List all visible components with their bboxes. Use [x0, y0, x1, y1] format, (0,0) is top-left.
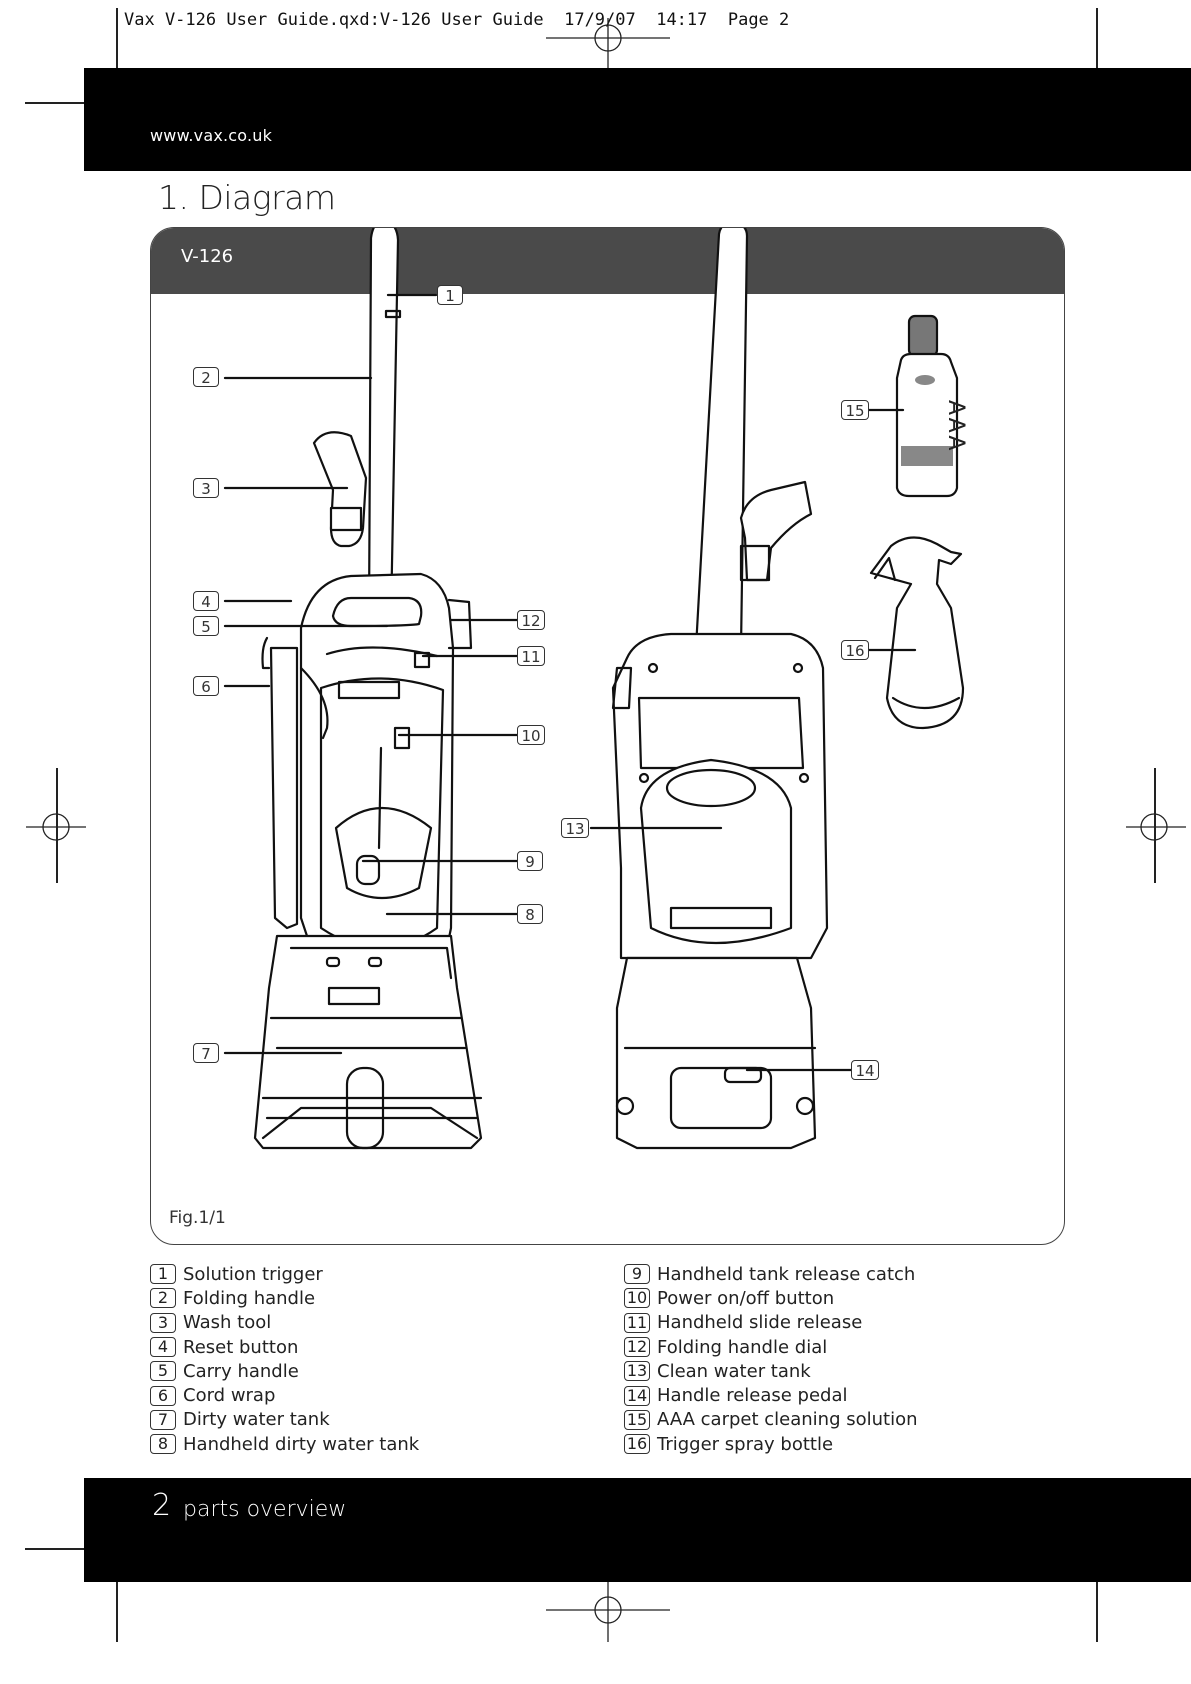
figure-label: Fig.1/1 [169, 1208, 226, 1228]
website-url[interactable]: www.vax.co.uk [150, 126, 273, 145]
registration-mark-right [1126, 813, 1186, 841]
registration-mark-bottom [546, 1582, 670, 1642]
callout-1: 1 [437, 285, 463, 305]
cleaner-rear-view [611, 228, 829, 1150]
callout-13: 13 [561, 818, 589, 838]
crop-mark [116, 8, 118, 68]
callout-12: 12 [517, 610, 545, 630]
callout-9: 9 [517, 851, 543, 871]
crop-mark [1154, 768, 1156, 883]
callout-3: 3 [193, 478, 219, 498]
diagram-panel: V-126 [150, 227, 1065, 1245]
print-slug: Vax V-126 User Guide.qxd:V-126 User Guid… [124, 10, 790, 30]
callout-15: 15 [841, 400, 869, 420]
registration-mark-left [26, 813, 86, 841]
panel-header [151, 228, 1064, 294]
callout-2: 2 [193, 367, 219, 387]
solution-bottle [895, 314, 959, 498]
crop-mark [1096, 8, 1098, 68]
callout-6: 6 [193, 676, 219, 696]
callout-8: 8 [517, 904, 543, 924]
registration-mark-top [546, 18, 670, 68]
footer-band [84, 1478, 1191, 1582]
callout-11: 11 [517, 646, 545, 666]
callout-4: 4 [193, 591, 219, 611]
callout-10: 10 [517, 725, 545, 745]
model-name: V-126 [181, 246, 234, 267]
header-band [84, 68, 1191, 171]
callout-16: 16 [841, 640, 869, 660]
crop-mark [56, 768, 58, 883]
crop-mark [25, 1548, 85, 1550]
callout-14: 14 [851, 1060, 879, 1080]
vacuum-illustration [223, 228, 965, 1150]
footer-section-title: parts overview [183, 1497, 347, 1522]
section-title: 1. Diagram [158, 178, 336, 217]
crop-mark [116, 1582, 118, 1642]
callout-7: 7 [193, 1043, 219, 1063]
page-number: 2 [152, 1488, 172, 1523]
bottle-lettering: AAA [943, 400, 968, 453]
crop-mark [1096, 1582, 1098, 1642]
cleaner-front-view [253, 228, 483, 1150]
crop-mark [25, 102, 85, 104]
callout-5: 5 [193, 616, 219, 636]
spray-bottle [869, 536, 965, 730]
